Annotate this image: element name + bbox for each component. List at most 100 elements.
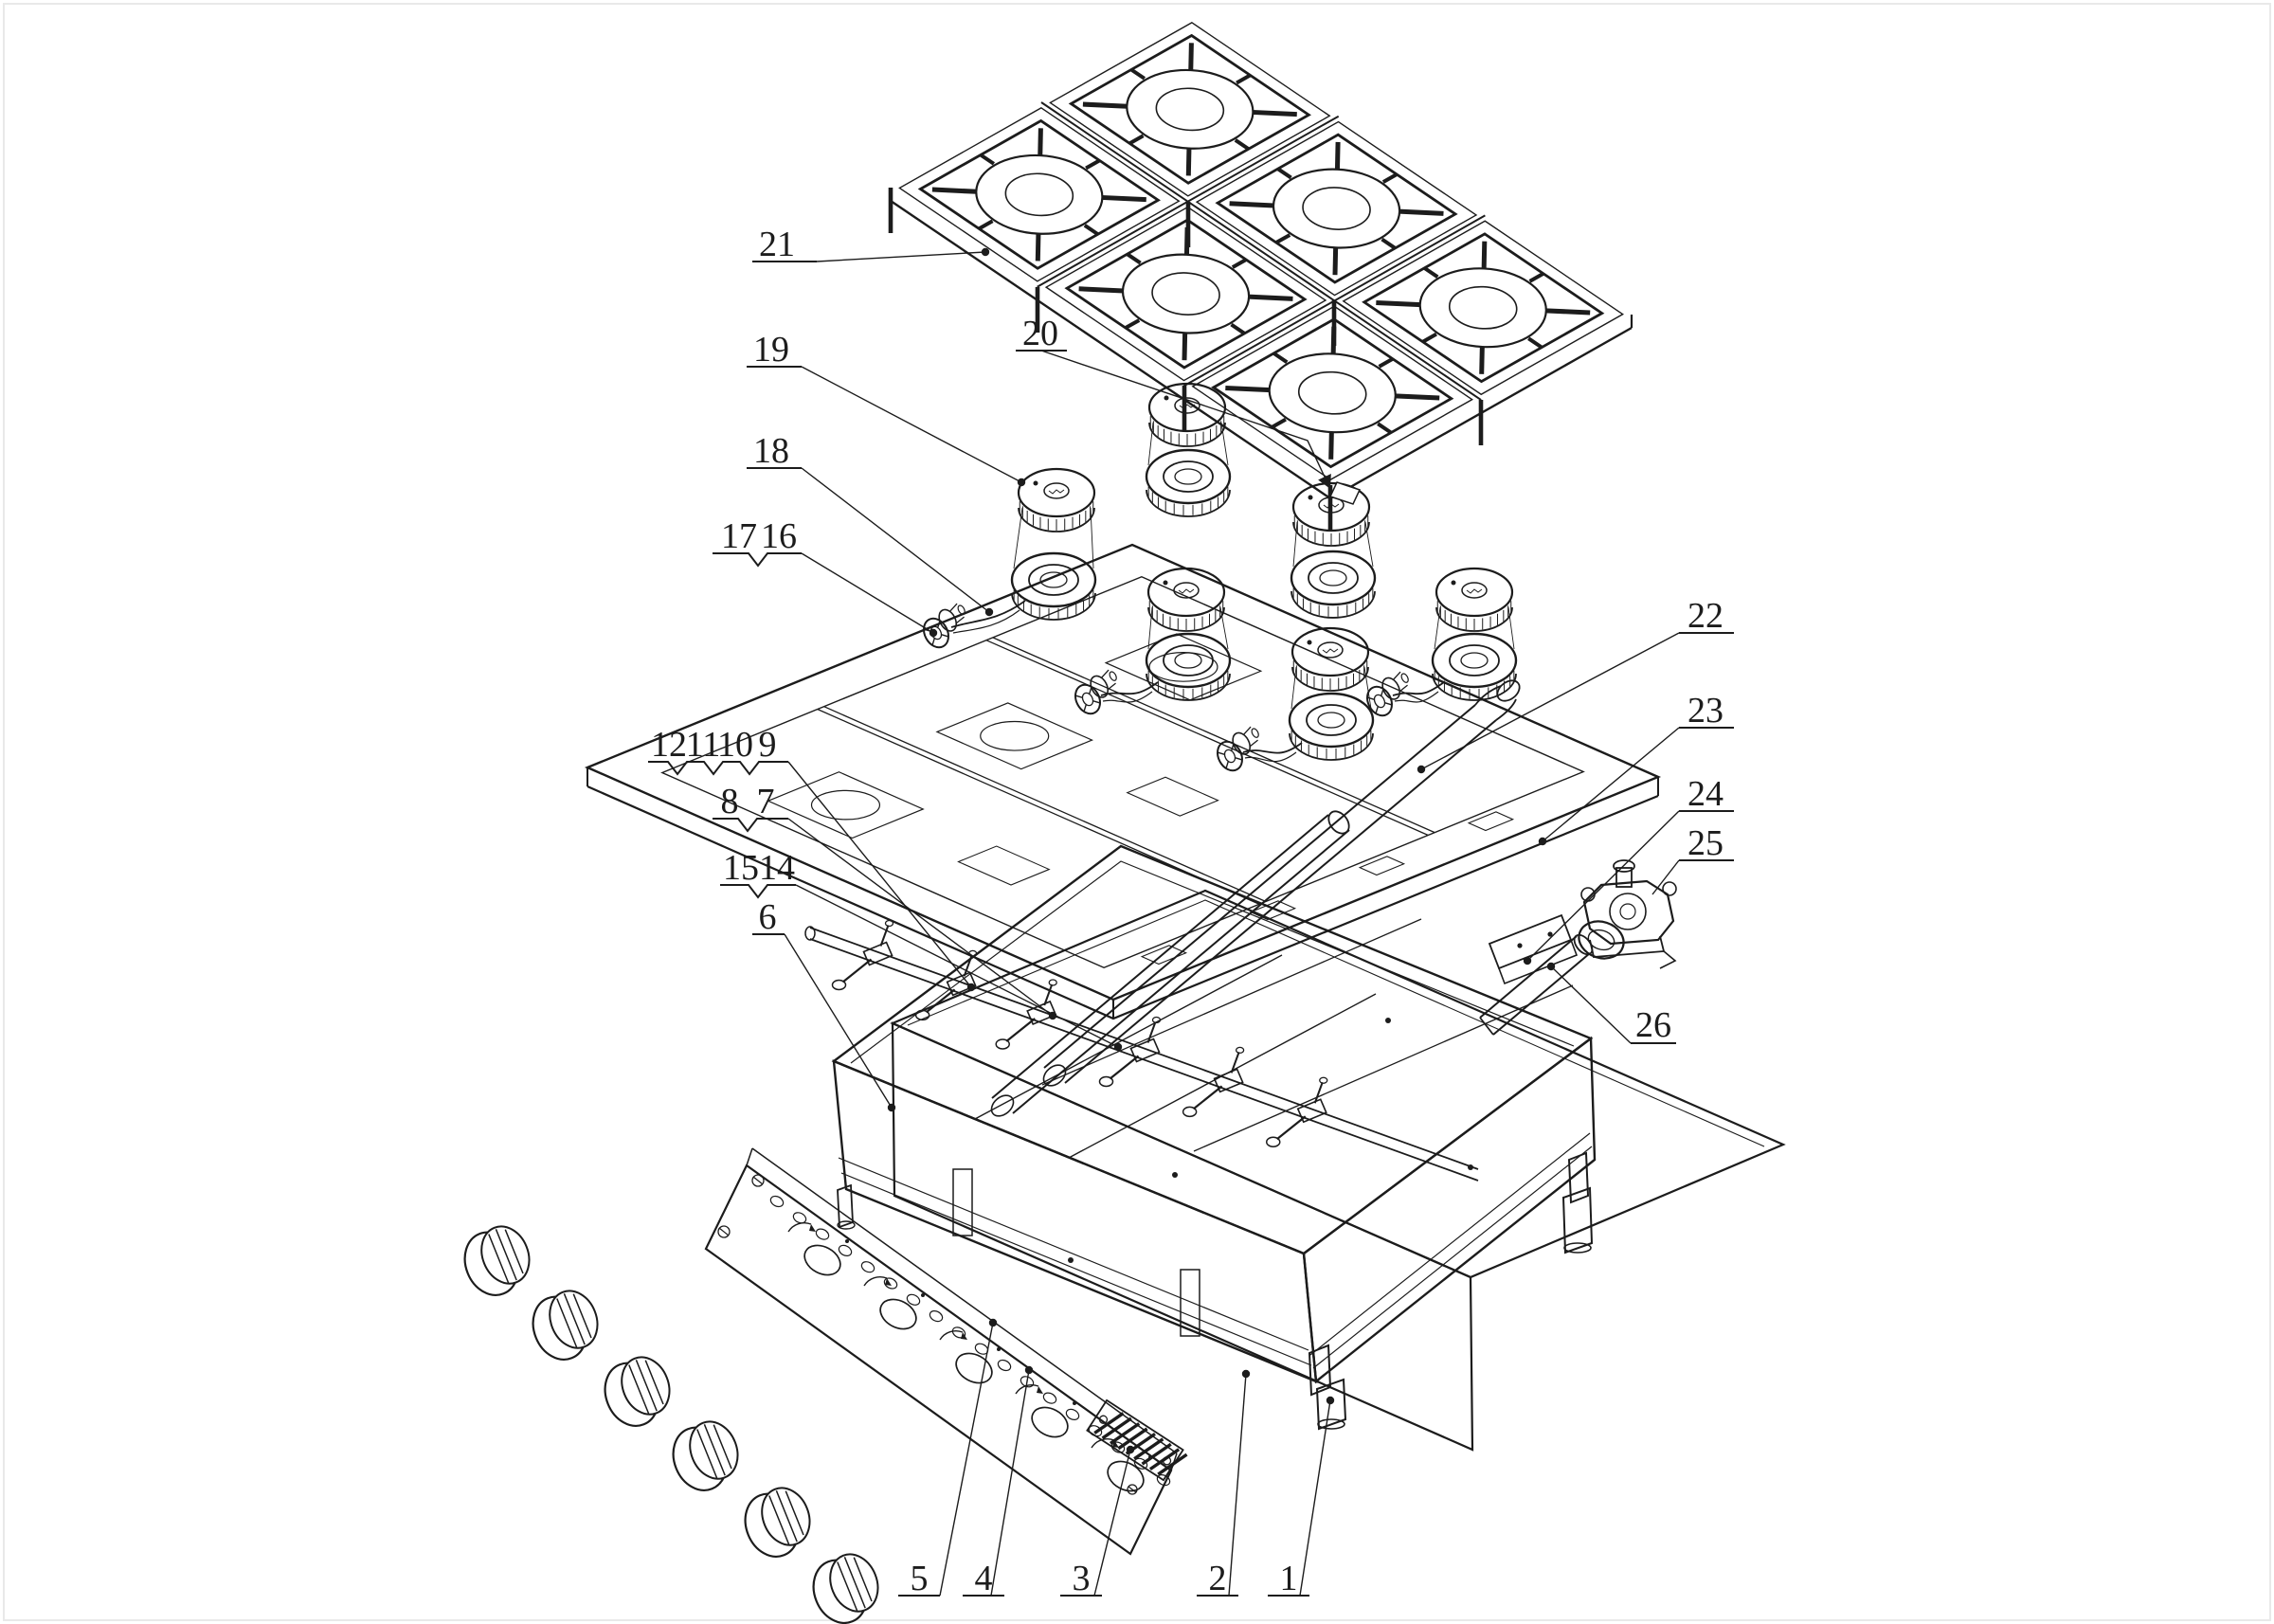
- control-knob: [812, 1553, 879, 1624]
- cabinet-body: [831, 844, 1597, 1431]
- leader-dot: [1113, 1042, 1123, 1052]
- burner-support-frame: [587, 545, 1658, 1120]
- part-label-21: 21: [752, 225, 990, 264]
- label-underline: [713, 552, 802, 568]
- burner-cap: [1435, 567, 1514, 632]
- leader-line: [801, 467, 990, 613]
- label-underline: [648, 761, 788, 776]
- leader-dot: [1241, 1369, 1251, 1379]
- part-label-2: 2: [1197, 1369, 1251, 1598]
- burner-valve: [1266, 1076, 1328, 1147]
- leader-line: [787, 761, 972, 988]
- leader-dot: [1024, 1365, 1034, 1375]
- leader-dot: [966, 983, 976, 992]
- cabinet-leg: [837, 1183, 856, 1230]
- part-number-text: 25: [1687, 823, 1724, 863]
- leader-arrow: [1318, 474, 1331, 489]
- grate-cell: [899, 108, 1179, 281]
- burner-head: [1290, 550, 1377, 619]
- leader-line: [787, 818, 1054, 1017]
- grate-cell: [1344, 221, 1623, 394]
- page-border: [3, 3, 2271, 1621]
- leader-line: [1550, 965, 1632, 1044]
- part-number-text: 22: [1687, 596, 1724, 636]
- control-knob: [463, 1225, 531, 1296]
- part-number-text: 18: [753, 431, 789, 471]
- leader-line: [990, 1369, 1030, 1597]
- grate-cell: [1050, 23, 1329, 196]
- burner-cap: [1290, 626, 1370, 692]
- part-label-25: 25: [1651, 823, 1734, 895]
- part-number-text: 5: [911, 1559, 929, 1598]
- part-number-text: 8: [721, 782, 739, 821]
- part-number-text: 12: [651, 725, 687, 765]
- burner-head: [1288, 692, 1375, 761]
- gas-inlet-pipe: [1479, 933, 1594, 1036]
- leader-dot: [1126, 1445, 1135, 1454]
- leader-line: [795, 884, 1119, 1048]
- burner-cap: [1147, 382, 1227, 447]
- part-label-23: 23: [1538, 691, 1734, 846]
- burner-head: [1145, 448, 1232, 517]
- leader-line: [816, 251, 986, 262]
- venturi-tube: [1042, 679, 1521, 1087]
- leader-line: [939, 1322, 994, 1597]
- leader-line: [1542, 727, 1680, 842]
- part-label-20: 20: [1016, 314, 1331, 490]
- part-number-text: 6: [759, 897, 777, 937]
- control-knob: [744, 1487, 811, 1558]
- leader-line: [1040, 350, 1331, 490]
- part-number-text: 16: [761, 516, 797, 556]
- part-number-text: 23: [1687, 691, 1724, 731]
- control-panel: [463, 1147, 1188, 1624]
- grate-cell: [1046, 208, 1326, 381]
- part-label-26: 26: [1546, 962, 1676, 1045]
- part-label-18: 18: [747, 431, 994, 617]
- control-knob: [672, 1420, 739, 1491]
- label-underline: [713, 818, 788, 833]
- cabinet-leg: [1561, 1151, 1594, 1254]
- part-label-4: 4: [963, 1365, 1034, 1598]
- top-grate-assembly: [891, 17, 1632, 531]
- part-label-24: 24: [1523, 774, 1734, 965]
- leader-line: [784, 933, 893, 1109]
- part-number-text: 4: [975, 1559, 993, 1598]
- part-number-text: 15: [723, 848, 759, 888]
- part-number-text: 9: [759, 725, 777, 765]
- leader-line: [1420, 632, 1680, 770]
- part-number-text: 7: [757, 782, 775, 821]
- part-label-6: 6: [752, 897, 896, 1112]
- part-label-1: 1: [1268, 1396, 1335, 1598]
- part-label-19: 19: [747, 330, 1026, 487]
- screw-icon: [717, 1174, 1138, 1495]
- part-number-text: 14: [759, 848, 795, 888]
- part-number-text: 2: [1209, 1559, 1227, 1598]
- grate-cell: [1197, 122, 1476, 296]
- burner-valve: [1182, 1046, 1245, 1118]
- leader-dot: [988, 1318, 998, 1327]
- part-number-text: 21: [759, 225, 795, 264]
- part-number-text: 24: [1687, 774, 1724, 814]
- leader-line: [1228, 1373, 1247, 1597]
- orifice-fitting: [1217, 726, 1259, 772]
- part-number-text: 10: [717, 725, 753, 765]
- burner-valve: [831, 919, 894, 991]
- orifice-fitting: [1366, 671, 1409, 717]
- part-number-text: 26: [1635, 1005, 1671, 1045]
- control-knob: [604, 1356, 671, 1427]
- part-label-22: 22: [1417, 596, 1734, 774]
- part-number-text: 11: [686, 725, 721, 765]
- leader-line: [1299, 1399, 1331, 1597]
- control-knob: [532, 1290, 599, 1361]
- leader-dot: [1017, 478, 1026, 487]
- leader-dot: [981, 247, 990, 257]
- venturi-tube: [990, 810, 1350, 1117]
- burner-box: [890, 889, 1786, 1452]
- leader-dot: [1523, 956, 1532, 965]
- leader-line: [1526, 810, 1680, 962]
- part-number-text: 3: [1073, 1559, 1091, 1598]
